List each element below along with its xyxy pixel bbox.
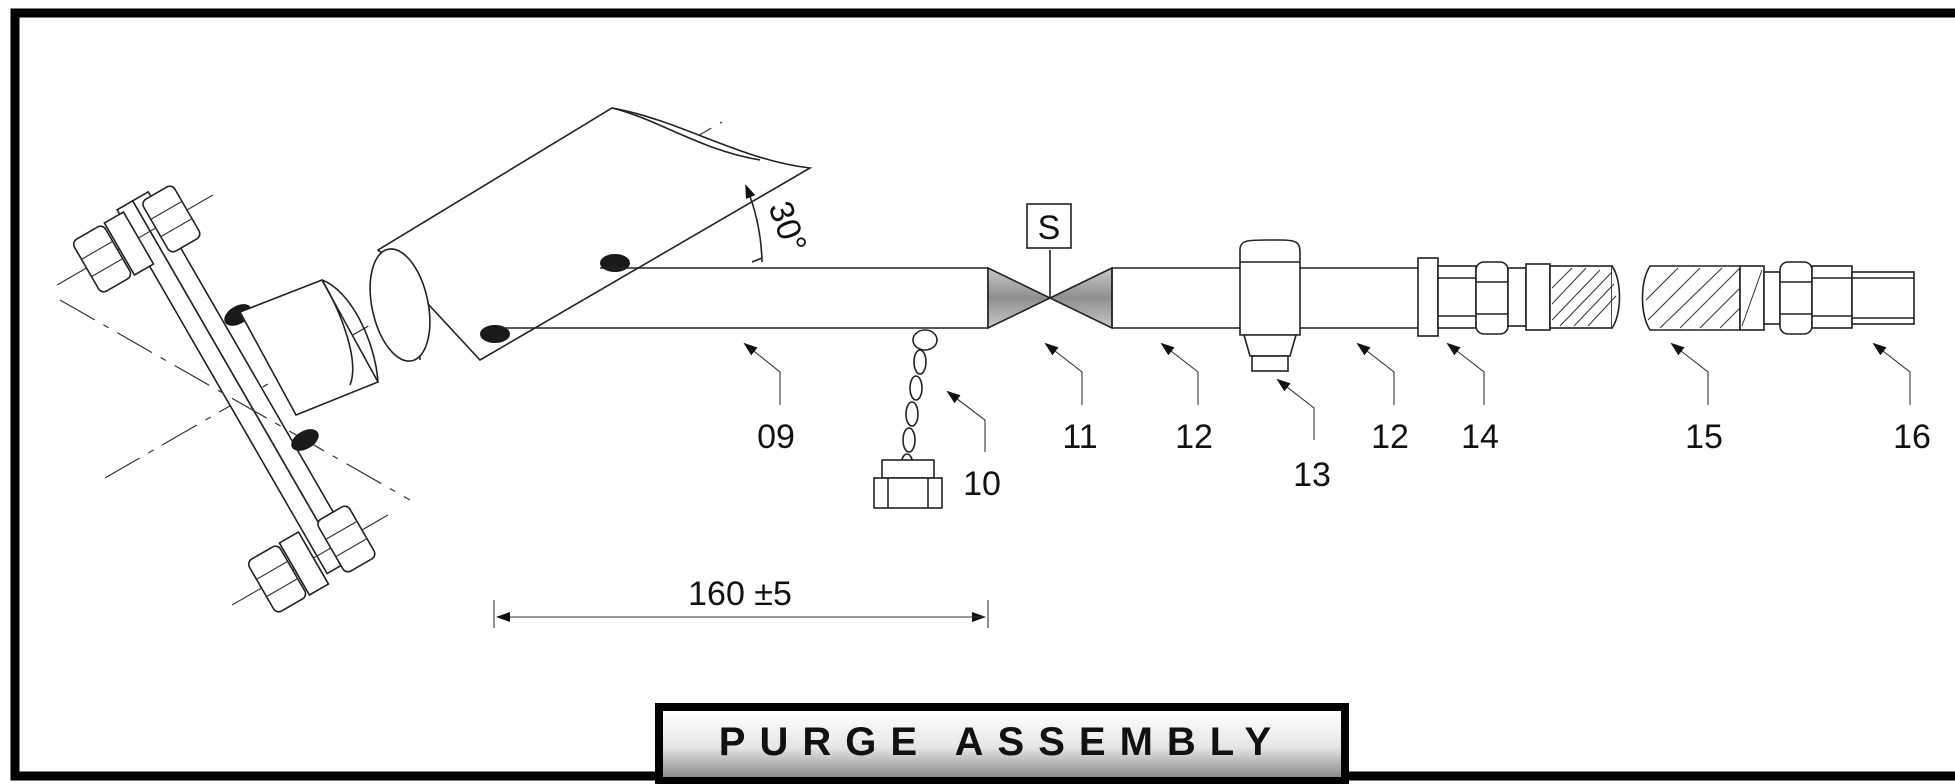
callout-15: 15 bbox=[1685, 418, 1723, 456]
pipe-section-12 bbox=[1111, 267, 1240, 329]
hose-fitting bbox=[1417, 257, 1551, 337]
callout-12b: 12 bbox=[1371, 418, 1409, 456]
tee-fitting bbox=[1239, 239, 1301, 372]
callout-09: 09 bbox=[757, 418, 795, 456]
callout-leaders bbox=[743, 342, 1911, 452]
end-fitting bbox=[1763, 261, 1915, 335]
solenoid-valve: S bbox=[987, 203, 1113, 330]
pipe-section-12b bbox=[1300, 267, 1418, 329]
weld-bead bbox=[291, 429, 319, 451]
callout-16: 16 bbox=[1893, 418, 1931, 456]
bolt-bottom bbox=[231, 505, 389, 613]
solenoid-label: S bbox=[1038, 209, 1061, 247]
weld-bead bbox=[480, 325, 510, 343]
drawing-title: PURGE ASSEMBLY bbox=[719, 720, 1285, 764]
bolt-top bbox=[56, 185, 214, 293]
callout-12a: 12 bbox=[1175, 418, 1213, 456]
hose-left bbox=[1549, 265, 1621, 329]
solenoid-box bbox=[1026, 203, 1072, 249]
title-block: PURGE ASSEMBLY bbox=[655, 703, 1349, 784]
callout-14: 14 bbox=[1461, 418, 1499, 456]
weld-bead bbox=[600, 254, 630, 272]
dimension-160: 160 ±5 bbox=[493, 575, 989, 628]
cap-with-chain bbox=[873, 329, 943, 509]
hose-right bbox=[1641, 265, 1765, 331]
callout-10: 10 bbox=[963, 465, 1001, 503]
dimension-label: 160 ±5 bbox=[688, 575, 792, 613]
inclined-pipe bbox=[369, 107, 813, 362]
callout-13: 13 bbox=[1293, 456, 1331, 494]
callout-11: 11 bbox=[1062, 418, 1097, 456]
flange-assembly bbox=[56, 121, 723, 613]
angle-label: 30° bbox=[761, 196, 814, 257]
